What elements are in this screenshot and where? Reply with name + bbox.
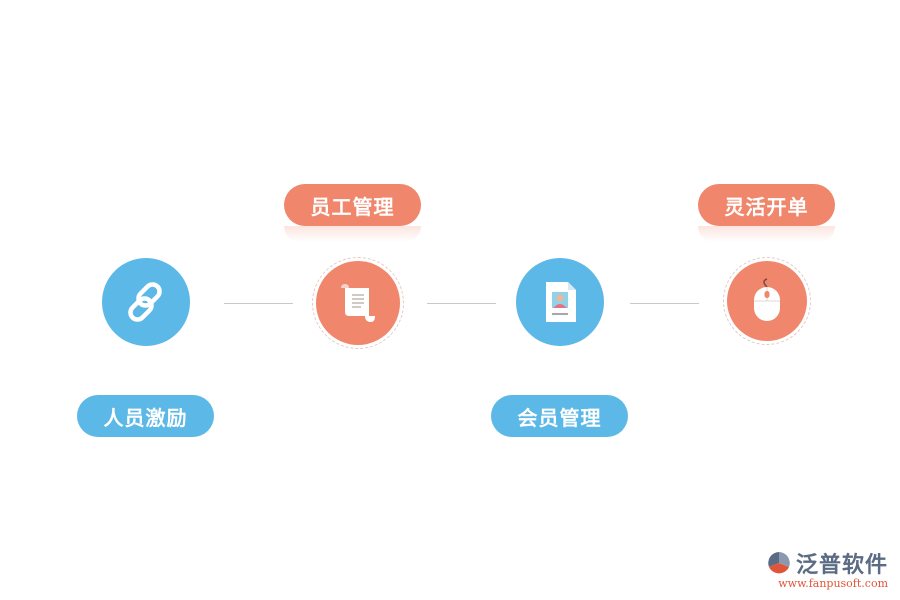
node-label: 员工管理 <box>310 194 395 219</box>
logo-name: 泛普软件 <box>795 553 888 578</box>
node-label: 会员管理 <box>517 405 602 430</box>
logo-url: www.fanpusoft.com <box>778 577 888 590</box>
node-circle-3 <box>516 258 604 346</box>
node-circle-2 <box>312 257 404 349</box>
node-circle-1 <box>102 258 190 346</box>
id-card-icon <box>546 282 576 322</box>
mouse-icon <box>754 278 780 321</box>
label-pill-2: 员工管理 <box>284 184 421 226</box>
node-label: 灵活开单 <box>724 194 809 219</box>
node-label: 人员激励 <box>103 405 188 430</box>
label-reflection <box>284 226 421 242</box>
scroll-icon <box>341 284 375 322</box>
connector-line <box>630 303 699 304</box>
node-circle-4 <box>723 257 811 345</box>
label-reflection <box>698 226 835 242</box>
connector-line <box>224 303 293 304</box>
connector-line <box>427 303 496 304</box>
label-pill-1: 人员激励 <box>77 395 214 437</box>
link-icon <box>128 282 162 322</box>
label-pill-3: 会员管理 <box>491 395 628 437</box>
fanpu-logo-icon <box>768 552 790 574</box>
brand-logo: 泛普软件 www.fanpusoft.com <box>766 547 888 590</box>
label-pill-4: 灵活开单 <box>698 184 835 226</box>
